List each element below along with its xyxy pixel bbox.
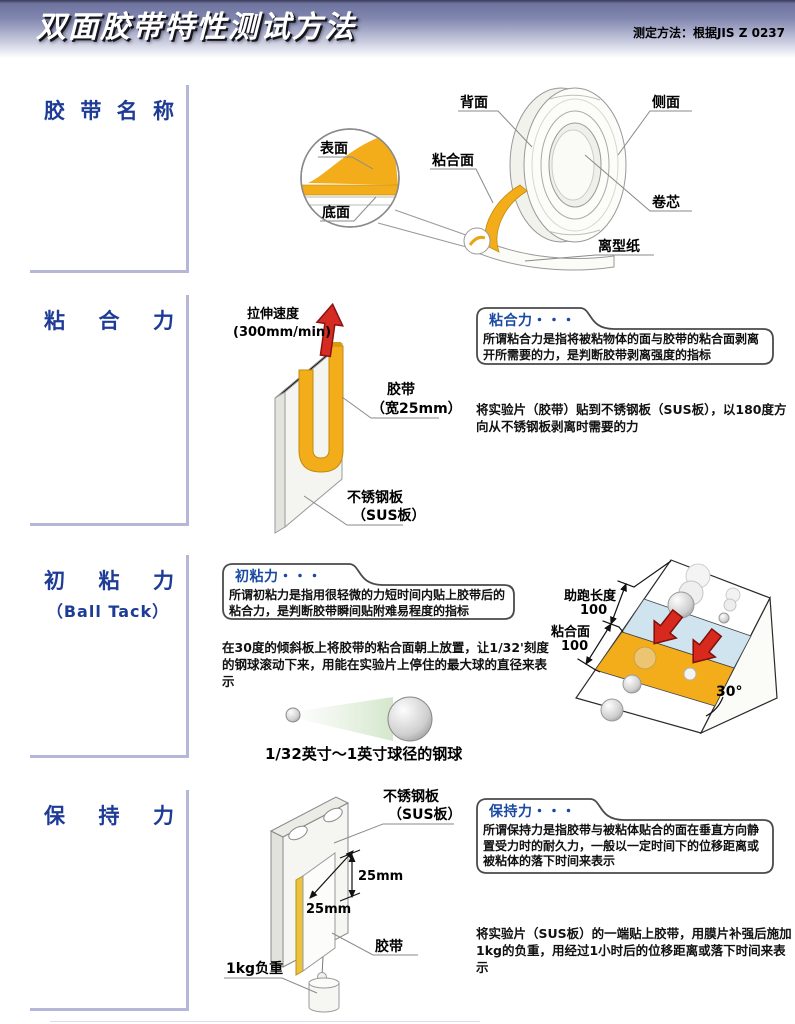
- label-runup: 助跑长度: [564, 588, 617, 604]
- callout-frame: [222, 563, 515, 620]
- page-title: 双面胶带特性测试方法: [36, 10, 356, 45]
- label-back: 背面: [460, 94, 488, 111]
- leader-release-paper: [524, 254, 654, 262]
- holding-paragraph: 将实验片（SUS板）的一端贴上胶带，用膜片补强后施加1kg的负重，用经过1小时后…: [476, 926, 792, 975]
- leader-adhesive-face: [430, 168, 494, 204]
- label-side: 侧面: [652, 94, 680, 111]
- method-note: 测定方法：根据JIS Z 0237: [632, 26, 785, 40]
- label-surface: 表面: [319, 140, 348, 157]
- magnifier-cross-section: 表面 底面: [300, 128, 400, 228]
- leader-side: [617, 110, 692, 156]
- label-dim-vertical: 25mm: [358, 869, 403, 884]
- ball-tack-paragraph: 在30度的倾斜板上将胶带的粘合面朝上放置，让1/32'刻度的钢球滚动下来，用能在…: [222, 640, 549, 689]
- label-runup-value: 100: [580, 603, 607, 618]
- tape-roll: [509, 87, 627, 243]
- zoom-source-circle: [463, 227, 491, 255]
- page-bottom-rule: [50, 1021, 480, 1022]
- label-plate-sub: （SUS板）: [388, 806, 462, 823]
- press-arrow: [653, 608, 684, 645]
- label-plate: 不锈钢板: [347, 489, 404, 506]
- ball-tack-callout: 初粘力・・・ 所谓初粘力是指用很轻微的力短时间内贴上胶带后的粘合力，是判断胶带瞬…: [221, 562, 516, 621]
- section-label-ball-tack: 初粘力: [44, 569, 174, 593]
- adhesion-callout-title: 粘合力・・・: [489, 313, 576, 329]
- dimension-lines: [309, 849, 361, 902]
- holding-test-diagram: 25mm 25mm 不锈钢板 （SUS板） 胶带 1kg负重: [224, 788, 462, 1013]
- leader-core: [584, 154, 692, 212]
- label-angle: 30°: [716, 684, 742, 700]
- section-box-adhesion: 粘合力: [30, 295, 189, 526]
- large-steel-ball: [387, 696, 433, 742]
- label-weight: 1kg负重: [226, 960, 283, 977]
- size-range-cone: [299, 697, 393, 741]
- ball-tack-callout-title: 初粘力・・・: [235, 569, 322, 585]
- leader-plate: [303, 495, 403, 526]
- pull-arrow: [315, 302, 344, 358]
- press-arrow: [692, 627, 723, 664]
- label-adhesive-value: 100: [561, 639, 588, 654]
- section-box-ball-tack: 初粘力 （Ball Tack）: [30, 555, 189, 758]
- zoom-leader-line: [394, 209, 467, 236]
- incline-test-diagram: 助跑长度 100 粘合面 100 30°: [550, 559, 778, 735]
- ball-size-caption: 1/32英寸～1英寸球径的钢球: [265, 745, 463, 763]
- label-adhesive-band: 粘合面: [550, 624, 590, 640]
- holding-callout-body: 所谓保持力是指胶带与被粘体贴合的面在垂直方向静置受力时的耐久力，一般以一定时间下…: [483, 823, 760, 868]
- page-header: 双面胶带特性测试方法 测定方法：根据JIS Z 0237: [0, 0, 795, 58]
- label-tape: 胶带: [375, 938, 403, 955]
- adhesion-paragraph: 将实验片（胶带）贴到不锈钢板（SUS板），以180度方向从不锈钢板剥离时需要的力: [476, 402, 787, 434]
- holding-callout: 保持力・・・ 所谓保持力是指胶带与被粘体贴合的面在垂直方向静置受力时的耐久力，一…: [475, 797, 775, 875]
- label-bottom: 底面: [322, 204, 350, 221]
- leader-surface: [318, 156, 374, 170]
- label-dim-horizontal: 25mm: [306, 902, 351, 917]
- section-box-holding: 保持力: [30, 790, 189, 1011]
- label-core: 卷芯: [651, 194, 680, 211]
- dimension-lines: [577, 560, 724, 717]
- ball-tack-callout-body: 所谓初粘力是指用很轻微的力短时间内贴上胶带后的粘合力，是判断胶带瞬间贴附难易程度…: [229, 588, 506, 618]
- leader-plate: [333, 823, 454, 844]
- plate-hole: [323, 807, 343, 823]
- holding-callout-title: 保持力・・・: [489, 804, 576, 820]
- small-steel-ball: [285, 707, 301, 723]
- leader-bottom: [320, 196, 377, 222]
- section-label-adhesion: 粘合力: [44, 309, 174, 333]
- label-tape: 胶带: [387, 381, 415, 398]
- leader-back: [458, 110, 533, 148]
- adhesion-callout-body: 所谓粘合力是指将被粘物体的面与胶带的粘合面剥离开所需要的力，是判断胶带剥离强度的…: [483, 332, 760, 362]
- hanging-string: [321, 956, 324, 976]
- label-pull-speed: 拉伸速度: [247, 306, 300, 322]
- section-box-tape-name: 胶带名称: [30, 85, 189, 273]
- weight-cylinder: [308, 977, 340, 1013]
- section-label-tape-name: 胶带名称: [44, 99, 174, 123]
- label-plate: 不锈钢板: [383, 788, 440, 805]
- label-pull-speed-value: (300mm/min): [233, 325, 331, 340]
- section-label-ball-tack-en: （Ball Tack）: [46, 602, 170, 621]
- zoom-leader-line: [377, 222, 471, 249]
- leader-tape: [341, 396, 439, 419]
- plate-hole: [288, 825, 308, 841]
- adhesion-callout: 粘合力・・・ 所谓粘合力是指将被粘物体的面与胶带的粘合面剥离开所需要的力，是判断…: [475, 306, 775, 366]
- label-release-paper: 离型纸: [598, 238, 640, 255]
- callout-frame: [476, 307, 774, 365]
- tape-curl: [468, 235, 486, 246]
- tape-roll-diagram: 表面 底面 背面 侧面 粘合面 卷芯 离型纸: [300, 87, 692, 271]
- label-tape-width: （宽25mm）: [371, 400, 462, 417]
- label-adhesive-face: 粘合面: [432, 152, 474, 169]
- unwound-tape: [470, 184, 615, 271]
- peel-test-diagram: 拉伸速度 (300mm/min) 胶带 （宽25mm） 不锈钢板 （SUS板）: [233, 302, 462, 534]
- label-plate-sub: （SUS板）: [352, 507, 426, 524]
- callout-frame: [476, 798, 774, 874]
- leader-tape: [331, 932, 418, 956]
- leader-weight: [224, 977, 318, 994]
- section-label-holding: 保持力: [44, 804, 174, 828]
- steel-balls-diagram: 1/32英寸～1英寸球径的钢球: [265, 696, 463, 763]
